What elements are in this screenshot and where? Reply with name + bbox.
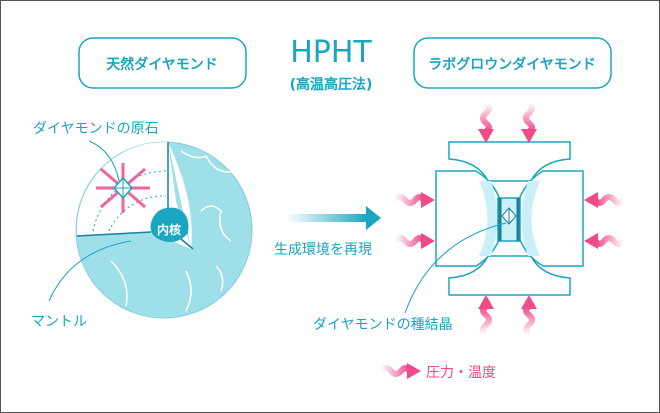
hpht-press [435,141,584,296]
subtitle: (高温高圧法) [290,76,373,93]
lab-grown-diamond-label: ラボグロウンダイヤモンド [428,56,596,73]
seed-crystal-label: ダイヤモンドの種結晶 [313,317,453,333]
mantle-label: マントル [31,314,87,330]
page-title: HPHT [290,35,372,70]
legend-label: 圧力・温度 [426,365,496,381]
seed-crystal-leader [404,222,507,314]
natural-diamond-label: 天然ダイヤモンド [106,56,218,73]
seed-crystal-icon [501,207,517,225]
inner-core-shape [150,207,189,242]
rough-diamond-icon [96,163,150,213]
pressure-arrow-icon [478,295,494,335]
reproduce-arrow-icon [286,206,381,230]
pressure-arrow-icon [521,295,537,335]
legend-pressure-arrow-icon [381,363,421,379]
pressure-arrow-icon [521,103,537,143]
pressure-arrow-icon [584,233,624,249]
pressure-arrow-icon [395,192,435,208]
pressure-arrow-icon [478,103,494,143]
rough-diamond-leader [88,140,120,182]
rough-diamond-label: ダイヤモンドの原石 [33,121,159,137]
inner-core-label: 内核 [157,222,181,237]
natural-diamond-box: 天然ダイヤモンド [78,37,247,89]
pressure-arrow-icon [584,192,624,208]
mantle-leader [48,240,132,302]
pressure-arrow-icon [395,233,435,249]
reproduce-label: 生成環境を再現 [274,242,372,258]
lab-grown-diamond-box: ラボグロウンダイヤモンド [413,37,612,89]
